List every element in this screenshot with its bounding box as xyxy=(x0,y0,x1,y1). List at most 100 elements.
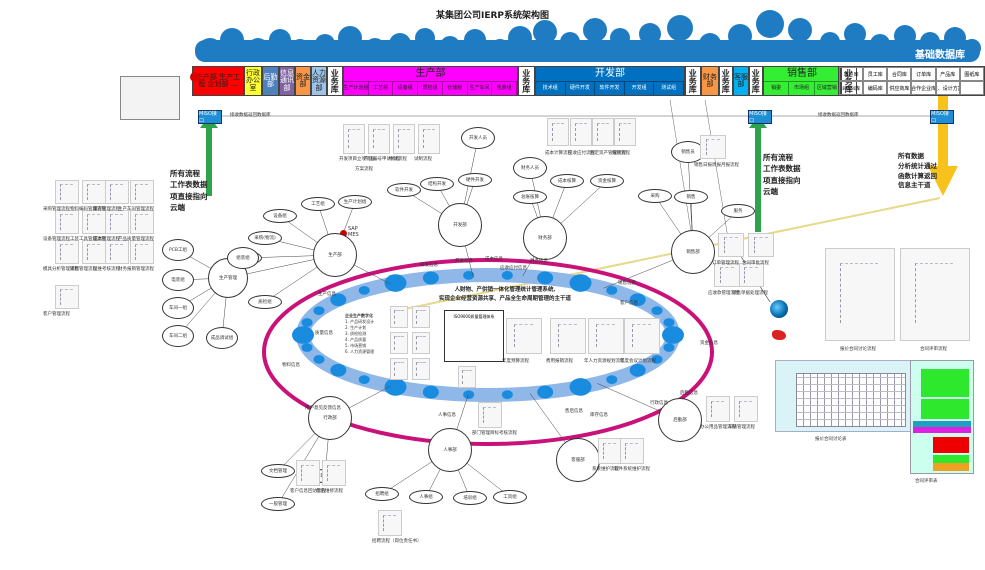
logistics-hub[interactable]: 后勤部 xyxy=(658,398,702,442)
process-thumbnail[interactable] xyxy=(620,438,644,464)
process-thumbnail[interactable] xyxy=(700,135,726,159)
process-thumbnail[interactable] xyxy=(130,240,154,264)
base-db-cell[interactable]: 研发、设计方案库 xyxy=(935,81,960,95)
document-icon[interactable] xyxy=(390,332,408,354)
leaf-node-hr[interactable]: 招聘组 xyxy=(365,487,399,501)
dept-business-db-4[interactable]: 业务库 xyxy=(719,66,733,96)
rnd-hub[interactable]: 开发部 xyxy=(438,203,482,247)
document-icon[interactable] xyxy=(412,332,430,354)
base-db-cell[interactable] xyxy=(959,81,984,95)
process-thumbnail[interactable] xyxy=(130,210,154,234)
dept-hr[interactable]: 人力资源部 xyxy=(311,66,327,96)
dept-subgroup[interactable]: 设备组 xyxy=(393,82,419,95)
process-thumbnail[interactable] xyxy=(343,124,365,154)
leaf-node-production[interactable]: 工艺组 xyxy=(301,197,335,211)
dept-subgroup[interactable]: 硬件开发 xyxy=(566,82,596,95)
process-thumbnail[interactable] xyxy=(82,210,106,234)
dept-customer-service[interactable]: 客服部 xyxy=(733,66,749,96)
leaf-node-rnd[interactable]: 结构开发 xyxy=(420,177,454,191)
leaf-node-production[interactable]: 质检组 xyxy=(248,295,282,309)
leaf-node-production[interactable]: 采购(物流) xyxy=(248,231,282,245)
dept-logistics[interactable]: 后勤部 xyxy=(262,66,279,96)
document-icon[interactable] xyxy=(412,306,430,328)
dept-rnd[interactable]: 开发部技术组硬件开发软件开发开发组测试组 xyxy=(535,66,685,96)
dept-business-db-3[interactable]: 业务库 xyxy=(685,66,701,96)
production-hub[interactable]: 生产部 xyxy=(313,233,357,277)
dept-subgroup[interactable]: 生产车间 xyxy=(468,82,493,95)
dept-subgroup[interactable]: 仓储组 xyxy=(443,82,468,95)
process-thumbnail[interactable] xyxy=(105,240,129,264)
process-thumbnail[interactable] xyxy=(105,180,129,204)
process-thumbnail[interactable] xyxy=(506,318,542,354)
dept-subgroup[interactable]: 技术组 xyxy=(536,82,566,95)
dept-subgroup[interactable]: 销委 xyxy=(764,82,790,95)
process-thumbnail[interactable] xyxy=(588,318,624,354)
leaf-node-finance[interactable]: 资金核算 xyxy=(590,174,624,188)
base-db-cell[interactable]: 员工库 xyxy=(863,67,888,81)
leaf-node-production[interactable]: 设备组 xyxy=(263,209,297,223)
leaf-node-rnd[interactable]: 开发人员 xyxy=(461,127,495,149)
leaf-node-hr[interactable]: 人事组 xyxy=(409,490,443,504)
process-thumbnail[interactable] xyxy=(418,124,440,154)
leaf-node-hr[interactable]: 工资组 xyxy=(493,490,527,504)
process-thumbnail[interactable] xyxy=(82,180,106,204)
document-icon[interactable] xyxy=(412,358,430,380)
process-thumbnail[interactable] xyxy=(478,402,502,428)
dept-business-db-1[interactable]: 业务库 xyxy=(327,66,343,96)
dept-subgroup[interactable]: 包装组 xyxy=(492,82,517,95)
process-thumbnail[interactable] xyxy=(706,396,730,422)
dept-subgroup[interactable]: 生产计划组 xyxy=(344,82,369,95)
miso-interface-1[interactable]: MISO接口 xyxy=(198,110,222,124)
leaf-node-rnd[interactable]: 软件开发 xyxy=(387,183,421,197)
process-thumbnail[interactable] xyxy=(714,263,740,287)
dept-finance[interactable]: 财务部 xyxy=(701,66,719,96)
base-db-cell[interactable]: 合作企业库 xyxy=(911,81,936,95)
process-thumbnail[interactable] xyxy=(368,124,390,154)
leaf-node-production[interactable]: 生产计划组 xyxy=(338,195,372,209)
process-thumbnail[interactable] xyxy=(105,210,129,234)
leaf-node-finance[interactable]: 成本核算 xyxy=(550,174,584,188)
leaf-node-production_mgmt[interactable]: PCB工组 xyxy=(162,239,194,261)
leaf-node-admin[interactable]: 一般管理 xyxy=(261,497,295,511)
process-thumbnail[interactable] xyxy=(55,285,79,309)
sales-hub[interactable]: 销售部 xyxy=(671,230,715,274)
base-db-cell[interactable]: 编码库 xyxy=(863,81,888,95)
leaf-node-rnd[interactable]: 硬件开发 xyxy=(458,173,492,187)
dept-subgroup[interactable]: 工艺组 xyxy=(369,82,394,95)
base-db-cell[interactable]: 订单库 xyxy=(911,67,936,81)
document-icon[interactable] xyxy=(458,366,476,388)
miso-interface-2[interactable]: MISO接口 xyxy=(748,110,772,124)
service-hub[interactable]: 客服部 xyxy=(556,438,600,482)
dept-subgroup[interactable]: 质检组 xyxy=(418,82,443,95)
base-db-cell[interactable]: 图纸库 xyxy=(959,67,984,81)
miso-interface-3[interactable]: MISO接口 xyxy=(930,110,954,124)
process-thumbnail[interactable] xyxy=(322,460,346,486)
process-thumbnail[interactable] xyxy=(378,510,402,536)
hr-hub[interactable]: 人事部 xyxy=(428,428,472,472)
dept-business-db-5[interactable]: 业务库 xyxy=(749,66,763,96)
dept-finance-fund[interactable]: 资金部 xyxy=(295,66,311,96)
process-thumbnail[interactable] xyxy=(55,210,79,234)
process-thumbnail[interactable] xyxy=(55,180,79,204)
dept-red-dept[interactable]: 生产部 生产工程 企划部 … xyxy=(192,66,244,96)
process-thumbnail[interactable] xyxy=(592,118,614,146)
finance-hub[interactable]: 财务部 xyxy=(523,216,567,260)
process-thumbnail[interactable] xyxy=(82,240,106,264)
process-thumbnail[interactable] xyxy=(296,460,320,486)
leaf-node-production_mgmt[interactable]: 车间一组 xyxy=(162,297,194,319)
process-thumbnail[interactable] xyxy=(598,438,622,464)
document-icon[interactable] xyxy=(390,358,408,380)
dept-subgroup[interactable]: 测试组 xyxy=(654,82,684,95)
leaf-node-production_mgmt[interactable]: 电装组 xyxy=(162,269,194,291)
process-thumbnail[interactable] xyxy=(570,118,592,146)
leaf-node-finance[interactable]: 总账核算 xyxy=(513,190,547,204)
dept-subgroup[interactable]: 市场组 xyxy=(789,82,815,95)
dept-info-center[interactable]: 信息通讯部 xyxy=(279,66,295,96)
leaf-node-sales[interactable]: 销售 xyxy=(674,190,708,204)
process-thumbnail[interactable] xyxy=(718,233,744,257)
leaf-node-production_mgmt[interactable]: 组装组 xyxy=(227,247,259,269)
leaf-node-finance[interactable]: 财务人员 xyxy=(513,157,547,179)
leaf-node-sales[interactable]: 采购 xyxy=(638,189,672,203)
leaf-node-hr[interactable]: 培训组 xyxy=(453,491,487,505)
dept-admin-office[interactable]: 行政办公室 xyxy=(244,66,262,96)
